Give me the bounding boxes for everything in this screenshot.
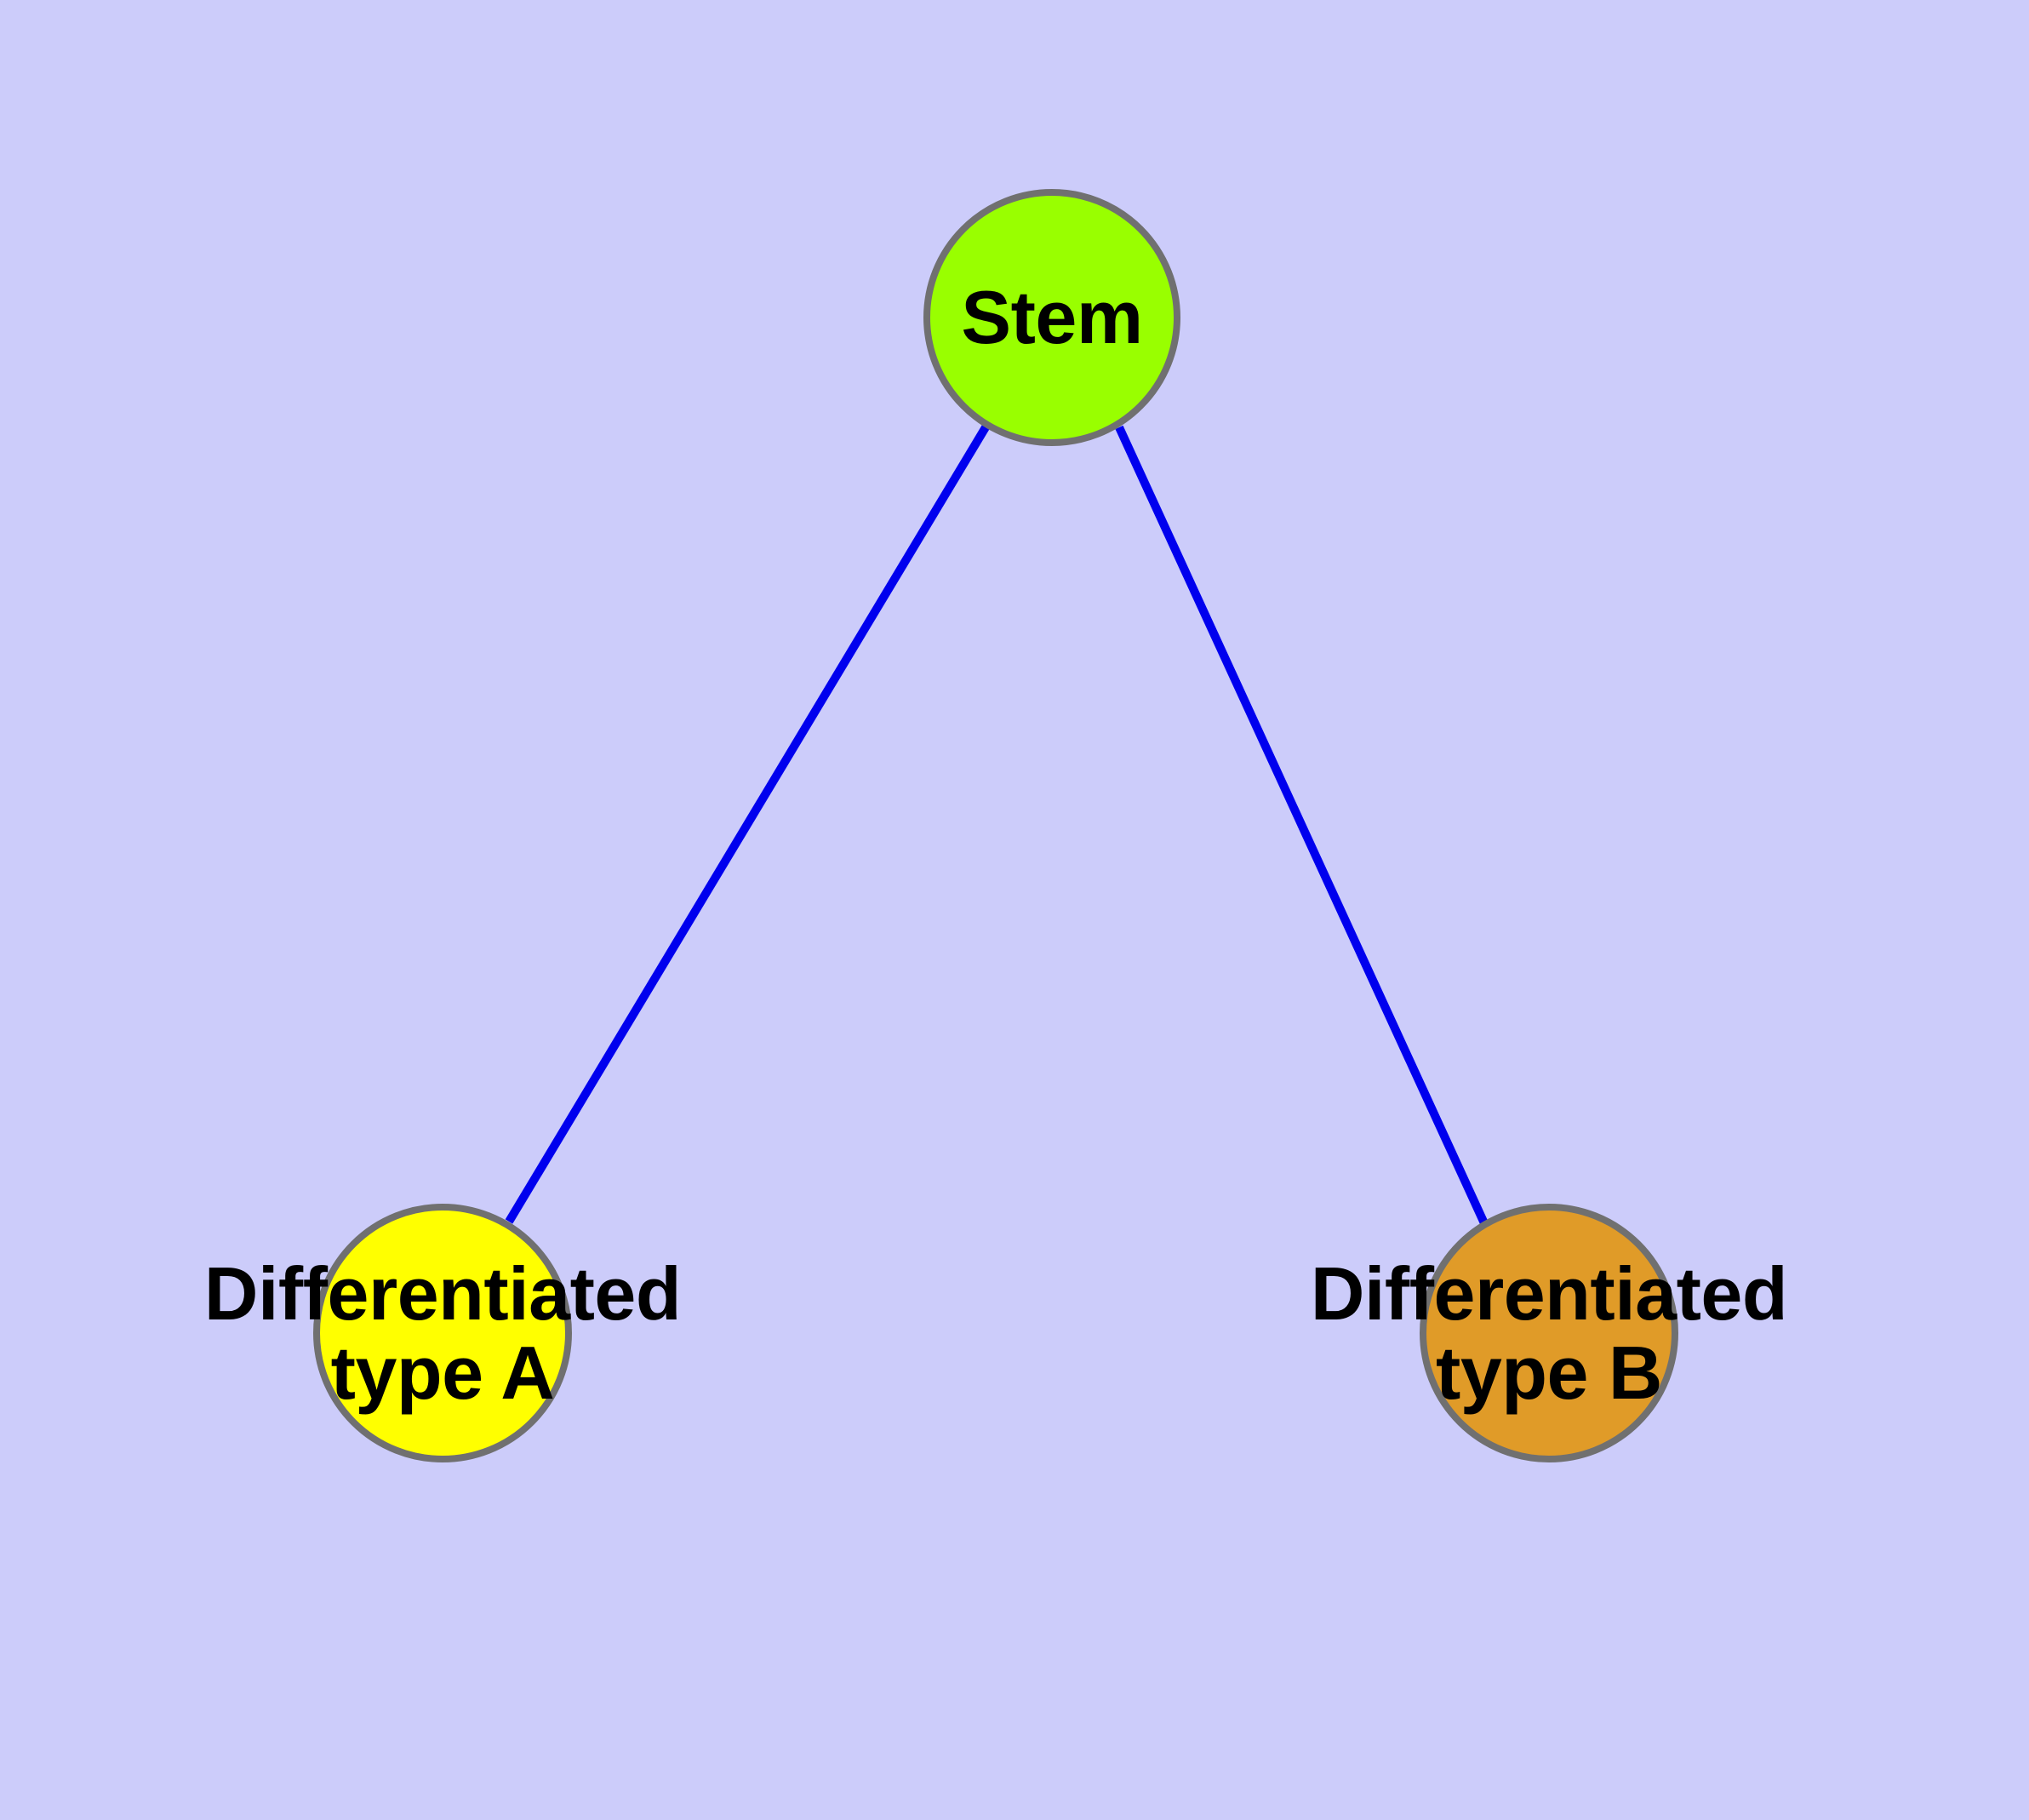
edge-stem-to-type-a: [505, 425, 990, 1224]
node-stem[interactable]: [923, 189, 1180, 446]
node-differentiated-type-a[interactable]: [313, 1204, 572, 1462]
node-differentiated-type-b[interactable]: [1420, 1204, 1678, 1462]
edge-stem-to-type-b: [1115, 425, 1489, 1226]
